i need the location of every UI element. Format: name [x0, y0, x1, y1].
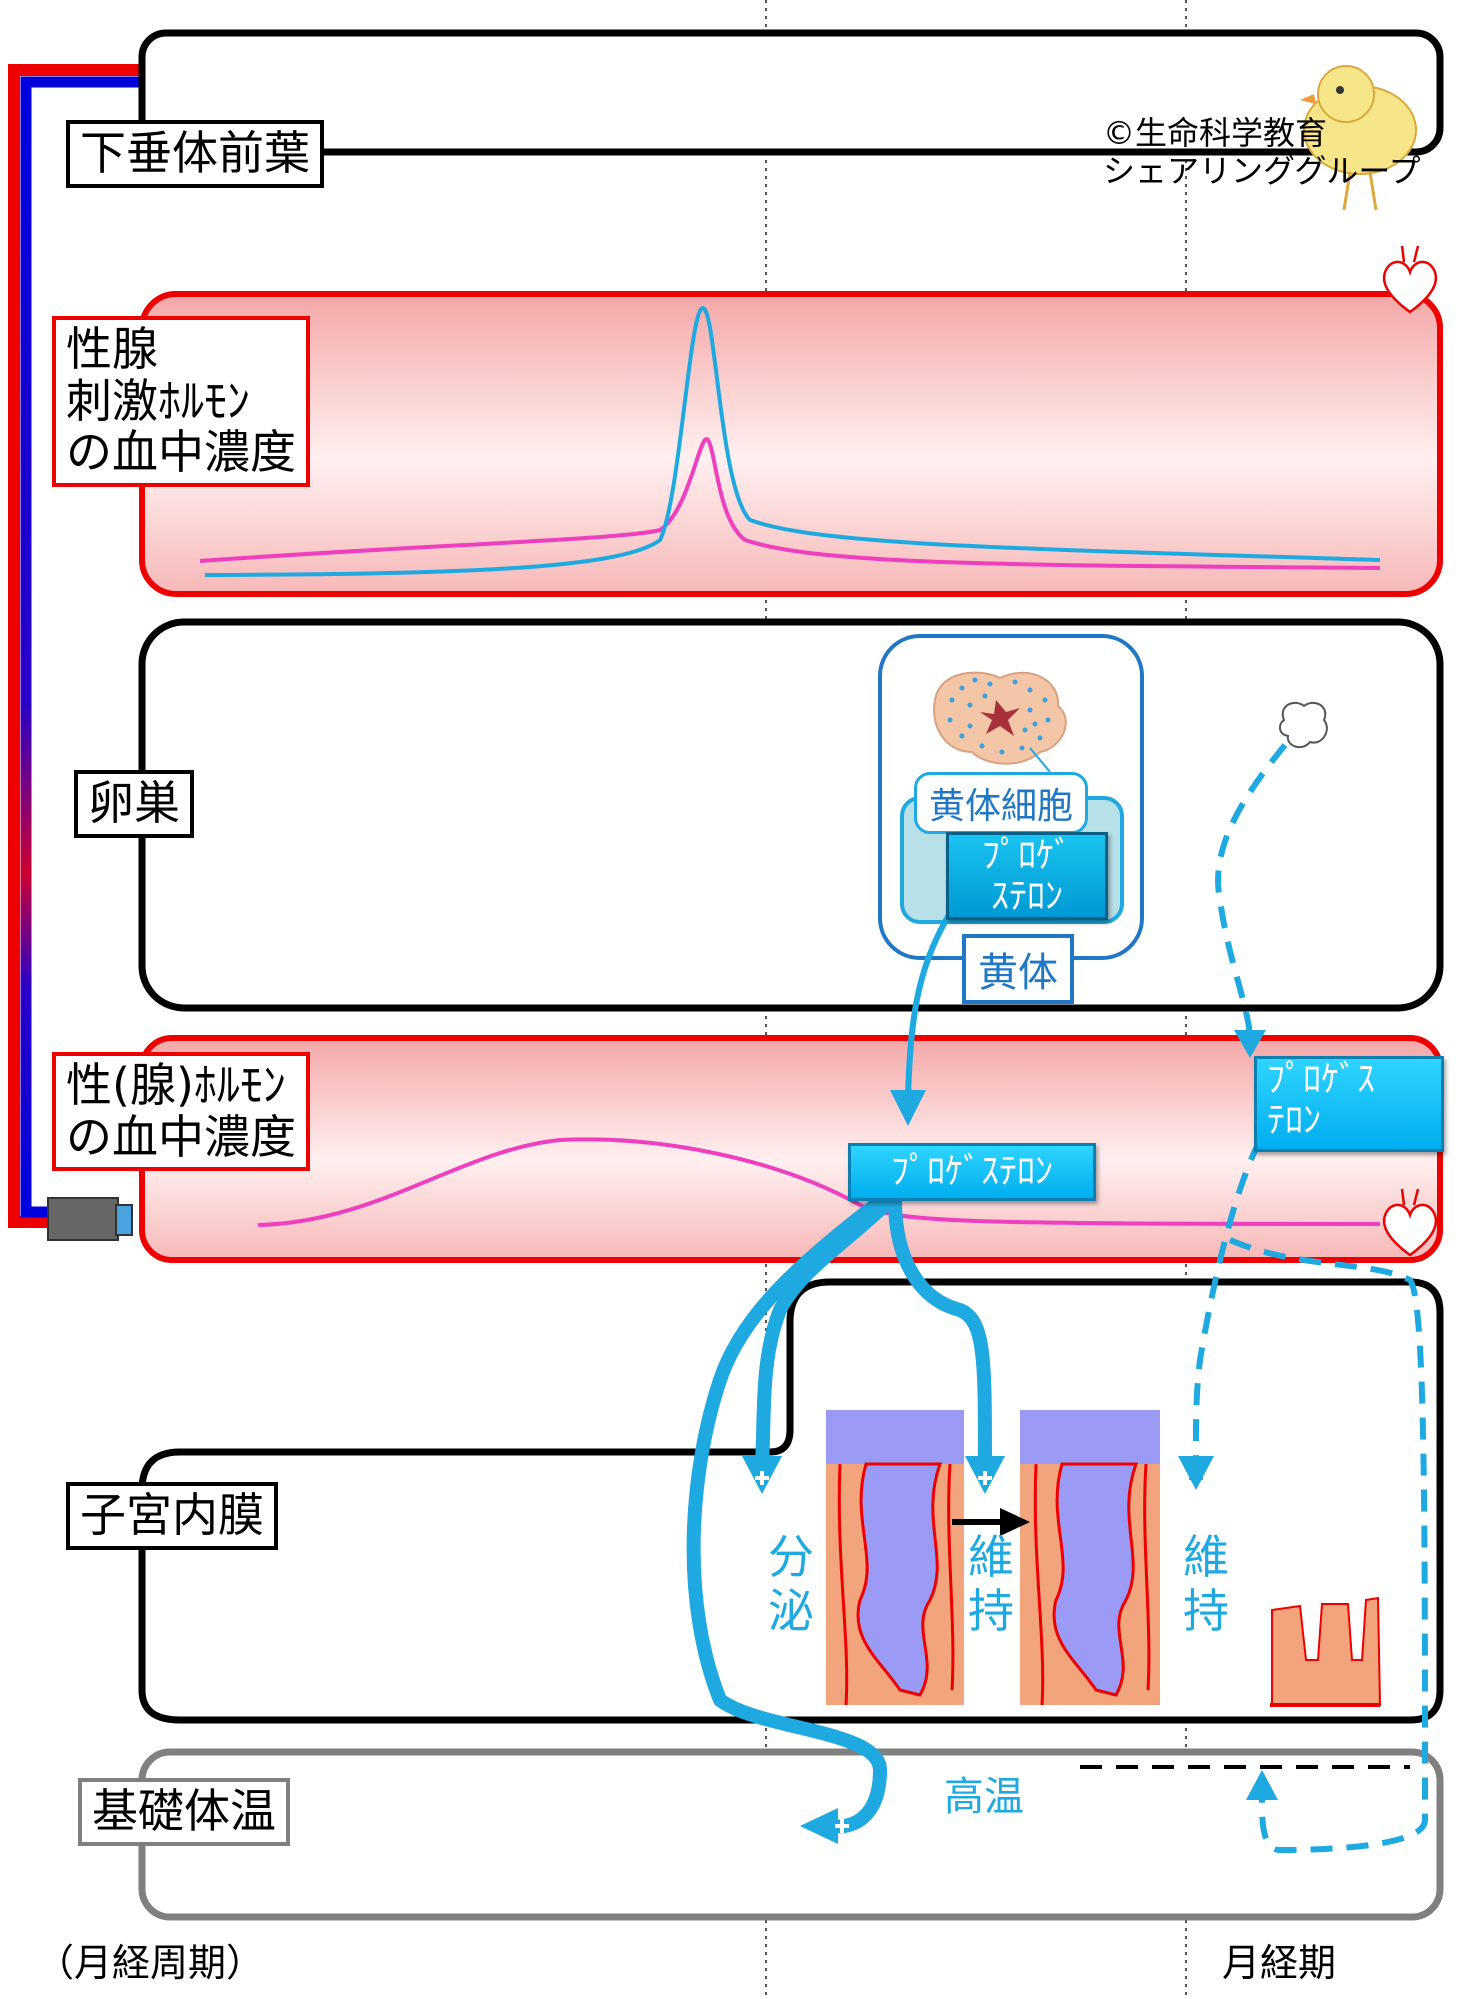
arrow-right-icon: [952, 1508, 1030, 1536]
dashed-temp-arrow: [1228, 1237, 1429, 1854]
plus-icon: [755, 1471, 1269, 1833]
heart-icon: [1382, 245, 1438, 314]
progesterone-to-maintain-arrow: [888, 1199, 992, 1463]
maintain-label-2-line-1: 維: [1183, 1530, 1229, 1584]
progesterone-tag-right-line-1: ﾌﾟﾛｹﾞｽ: [1267, 1059, 1375, 1100]
progesterone-to-temp-arrow: [686, 1194, 888, 1834]
camera-icon: [47, 1197, 133, 1241]
artery-line: [8, 64, 142, 1228]
label-pituitary: 下垂体前葉: [66, 120, 324, 188]
sex-hormone-panel: [139, 1035, 1443, 1263]
credit-line-1: ©生命科学教育: [1103, 114, 1328, 152]
progesterone-tag-ovary-line-1: ﾌﾟﾛｹﾞ: [982, 835, 1072, 876]
label-sex-hormone-line-1: 性(腺)ﾎﾙﾓﾝ: [66, 1058, 286, 1112]
lh-curve: [204, 305, 1381, 577]
egg-cell-icon: [1278, 701, 1328, 749]
maintain-label-1: 維 持: [968, 1530, 1014, 1639]
credit-line-2: シェアリンググループ: [1103, 152, 1421, 191]
corpus-luteum-label: 黄体: [962, 934, 1074, 1004]
maintain-label-2: 維 持: [1183, 1530, 1229, 1639]
secretion-label-line-1: 分: [768, 1530, 814, 1584]
progesterone-tag-right: ﾌﾟﾛｹﾞｽ ﾃﾛﾝ: [1254, 1056, 1444, 1152]
heart-icon: [1382, 1188, 1438, 1257]
label-gonadotropin-line-3: の血中濃度: [66, 425, 296, 480]
secretion-label-line-2: 泌: [768, 1584, 814, 1639]
vein-line: [20, 76, 142, 1218]
fsh-curve: [199, 437, 1381, 570]
menstrual-cycle-label: （月経周期）: [36, 1941, 265, 1985]
progesterone-tag-ovary: ﾌﾟﾛｹﾞ ｽﾃﾛﾝ: [946, 832, 1108, 920]
maintain-label-1-line-1: 維: [968, 1530, 1014, 1584]
label-body-temp: 基礎体温: [78, 1778, 290, 1846]
progesterone-tag-ovary-line-2: ｽﾃﾛﾝ: [991, 876, 1063, 918]
ovary-panel: [138, 618, 1444, 1012]
progesterone-tag-right-line-2: ﾃﾛﾝ: [1267, 1100, 1321, 1142]
dashed-maintain-arrow: [1192, 1138, 1263, 1463]
endometrium-tissue-thin: [1270, 1596, 1382, 1707]
body-temp-panel: [138, 1748, 1444, 1921]
progesterone-to-secretion-arrow: [755, 1195, 895, 1463]
label-ovary: 卵巣: [74, 770, 194, 838]
maintain-label-1-line-2: 持: [968, 1584, 1014, 1639]
endometrium-tissue-thick-2: [1020, 1410, 1160, 1706]
luteal-cell-label: 黄体細胞: [914, 772, 1089, 834]
label-sex-hormone-line-2: の血中濃度: [66, 1109, 296, 1164]
corpus-luteum-cell-icon: [933, 671, 1067, 773]
maintain-label-2-line-2: 持: [1183, 1584, 1229, 1639]
label-sex-hormone: 性(腺)ﾎﾙﾓﾝ の血中濃度: [52, 1052, 310, 1172]
label-gonadotropin-line-2: 刺激ﾎﾙﾓﾝ: [66, 373, 250, 428]
secretion-arrow: [905, 903, 958, 1101]
label-endometrium: 子宮内膜: [66, 1482, 278, 1550]
estrogen-curve: [257, 1137, 1381, 1227]
endometrium-tissue-thick-1: [826, 1410, 964, 1706]
progesterone-tag-center: ﾌﾟﾛｹﾞｽﾃﾛﾝ: [848, 1143, 1096, 1201]
endometrium-panel: [138, 1278, 1444, 1724]
chick-icon: [1300, 65, 1417, 211]
menses-label: 月経期: [1222, 1941, 1337, 1985]
pituitary-panel: [138, 29, 1444, 156]
secretion-label: 分 泌: [768, 1530, 814, 1639]
label-gonadotropin: 性腺 刺激ﾎﾙﾓﾝ の血中濃度: [52, 316, 310, 487]
high-temp-label: 高温: [944, 1774, 1024, 1820]
label-gonadotropin-line-1: 性腺: [66, 322, 158, 376]
credit-text: ©生命科学教育 シェアリンググループ: [1103, 114, 1420, 191]
